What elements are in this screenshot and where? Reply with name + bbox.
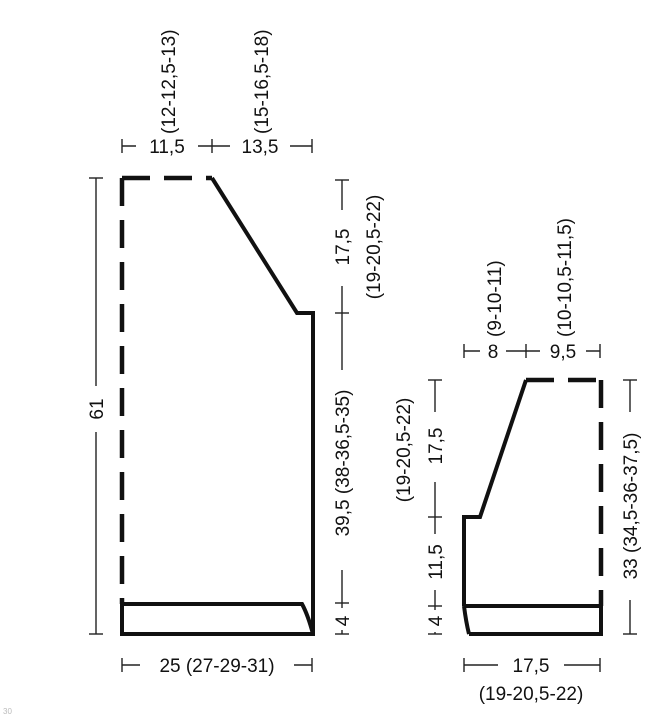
front-top-right-width-sizes: (10-10,5-11,5) (555, 218, 576, 337)
back-top-right-width: 13,5 (242, 137, 279, 158)
front-piece-bottom (469, 604, 603, 636)
front-bottom-width: 17,5 (513, 656, 550, 677)
back-top-left-width: 11,5 (149, 137, 185, 158)
front-rib-height: 4 (426, 615, 447, 626)
back-top-right-width-sizes: (15-16,5-18) (252, 29, 273, 134)
front-piece-outline (462, 379, 528, 606)
front-top-dimension: 8 9,5 (9-10-11) (10-10,5-11,5) (463, 218, 601, 363)
back-piece (119, 175, 315, 636)
front-piece-rib-line (462, 604, 601, 635)
front-top-left-width: 8 (488, 342, 499, 363)
back-bottom-width: 25 (27-29-31) (159, 656, 274, 677)
front-piece (462, 377, 604, 636)
back-bottom-dimension: 25 (27-29-31) (121, 652, 313, 678)
front-top-left-width-sizes: (9-10-11) (485, 260, 506, 337)
back-rib-height: 4 (333, 615, 354, 626)
back-total-height-dimension: 61 (85, 177, 108, 635)
back-slope-height: 17,5 (333, 229, 354, 266)
back-piece-rib-line (122, 602, 315, 635)
back-body-height: 39,5 (38-36,5-35) (333, 390, 354, 537)
back-slope-height-sizes: (19-20,5-22) (364, 195, 385, 300)
front-left-dimension: 17,5 (19-20,5-22) 11,5 4 (394, 379, 447, 635)
front-lower-height: 11,5 (426, 544, 447, 580)
back-top-left-width-sizes: (12-12,5-13) (159, 29, 180, 134)
back-right-dimension: 17,5 (19-20,5-22) 39,5 (38-36,5-35) 4 (330, 179, 385, 635)
front-slope-height: 17,5 (426, 428, 447, 465)
back-total-height: 61 (87, 398, 108, 419)
front-bottom-width-sizes: (19-20,5-22) (479, 684, 584, 705)
corner-mark: 30 (3, 707, 12, 716)
back-piece-outline (120, 176, 315, 636)
front-bottom-dimension: 17,5 (19-20,5-22) (463, 652, 601, 705)
front-top-right-width: 9,5 (550, 342, 576, 363)
back-top-dimension: 11,5 13,5 (12-12,5-13) (15-16,5-18) (121, 29, 313, 158)
front-slope-height-sizes: (19-20,5-22) (394, 398, 415, 503)
front-right-dimension: 33 (34,5-36-37,5) (618, 379, 642, 635)
front-right-height: 33 (34,5-36-37,5) (621, 433, 642, 580)
